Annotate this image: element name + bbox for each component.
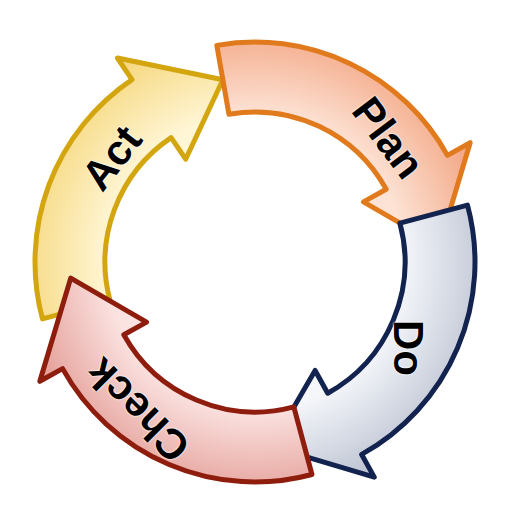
act-arrow [35,58,223,319]
phase-label: Act [75,118,150,197]
do-arrow [271,205,475,477]
phase-label: Do [387,320,429,376]
phase-label: Plan [345,90,432,186]
phase-label: Check [79,351,198,470]
plan-arrow [217,42,470,246]
check-arrow [40,278,312,482]
